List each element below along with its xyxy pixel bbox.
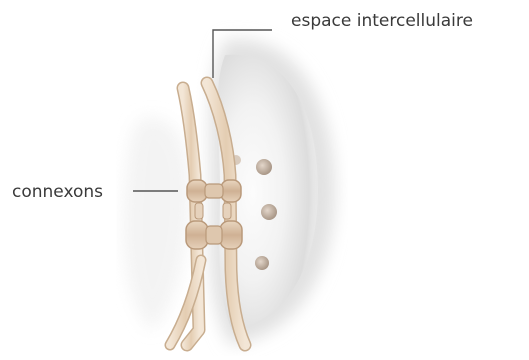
label-connexons: connexons bbox=[12, 184, 103, 201]
connexon-channel bbox=[206, 226, 222, 244]
vesicle bbox=[261, 204, 277, 220]
connexon-channel bbox=[205, 184, 223, 198]
vesicle bbox=[256, 159, 272, 175]
connexon bbox=[221, 180, 241, 202]
connexon bbox=[186, 221, 208, 249]
vesicle bbox=[255, 256, 269, 270]
connexon bbox=[220, 221, 242, 249]
connexon bbox=[187, 180, 207, 202]
label-intercellular-space: espace intercellulaire bbox=[291, 13, 473, 30]
